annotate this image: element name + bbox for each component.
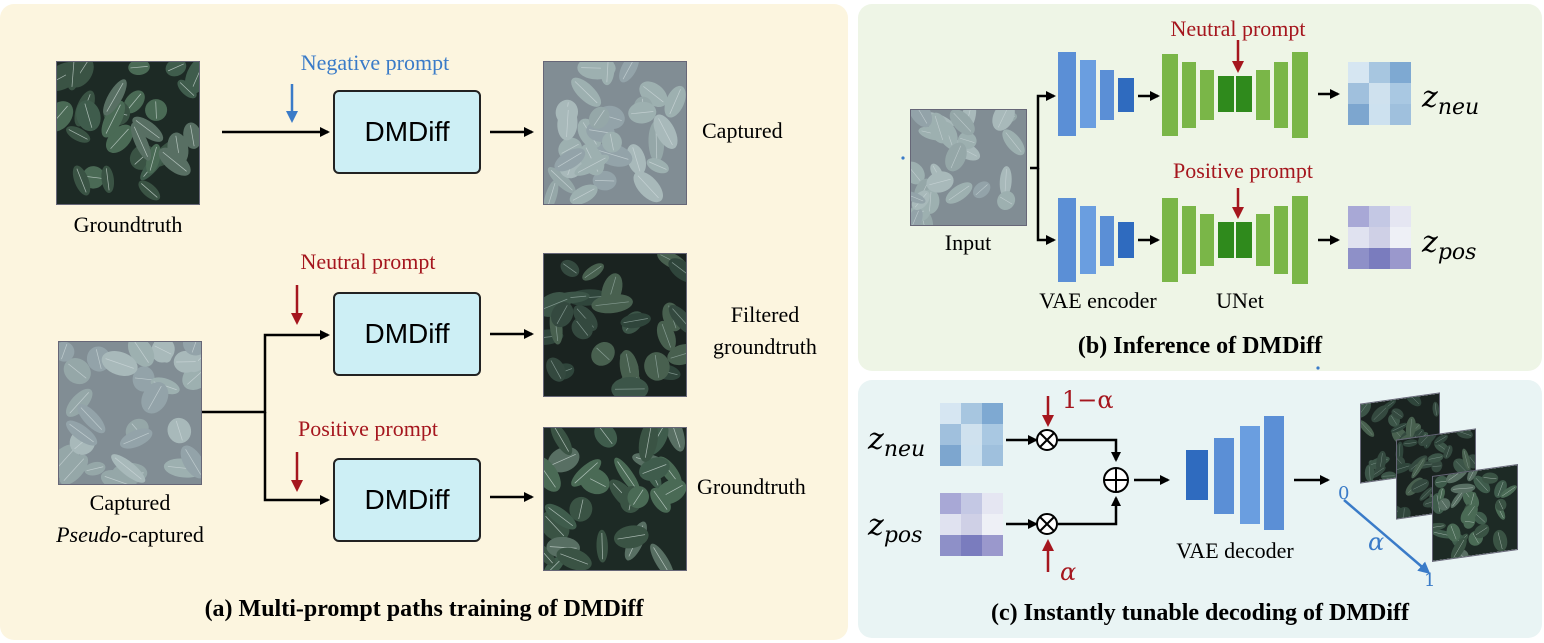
z-pos-b-base: z [1422, 225, 1438, 260]
z-pos-b-sub: pos [1437, 240, 1477, 265]
inference-input-image [910, 109, 1027, 226]
axis-start-label: 0 [1338, 483, 1350, 504]
vae-decoder-label: VAE decoder [1176, 538, 1294, 563]
z-neu-c-sub: neu [883, 437, 926, 462]
axis-end-label: 1 [1424, 570, 1436, 591]
z-neu-c-base: z [868, 422, 884, 457]
z-neu-b-sub: neu [1437, 95, 1480, 120]
captured-suffix: -captured [120, 522, 204, 547]
latent-grid-neu-b [1348, 62, 1411, 125]
inference-input-label: Input [944, 230, 992, 255]
captured-output-label: Captured [702, 118, 783, 143]
groundtruth-output-image [543, 427, 687, 571]
z-pos-label-b: zpos [1422, 225, 1476, 265]
positive-prompt-label-b: Positive prompt [1173, 158, 1313, 183]
z-pos-c-base: z [868, 508, 884, 543]
filtered-label-line1: Filtered [730, 302, 800, 327]
groundtruth-label: Groundtruth [73, 212, 183, 237]
latent-grid-neu-c [940, 403, 1003, 466]
groundtruth-output-label: Groundtruth [697, 474, 806, 499]
latent-grid-pos-c [940, 493, 1003, 556]
caption-a: (a) Multi-prompt paths training of DMDif… [204, 596, 644, 622]
alpha-label: α [1060, 558, 1077, 586]
dmdiff-box-middle: DMDiff [333, 292, 481, 376]
axis-alpha-label: α [1368, 528, 1385, 556]
z-neu-b-base: z [1422, 80, 1438, 115]
z-neu-label-b: zneu [1422, 80, 1479, 120]
unet-label: UNet [1216, 288, 1264, 313]
neutral-prompt-label-b: Neutral prompt [1170, 16, 1306, 41]
negative-prompt-label: Negative prompt [300, 50, 450, 75]
one-minus-alpha-label: 1−α [1062, 386, 1114, 414]
input-label-line2: Pseudo-captured [30, 522, 230, 548]
neutral-prompt-label-a: Neutral prompt [300, 249, 436, 274]
dmdiff-box-top: DMDiff [333, 90, 481, 174]
groundtruth-image [56, 61, 200, 205]
pseudo-italic: Pseudo [56, 522, 121, 547]
filtered-groundtruth-image [543, 253, 687, 397]
latent-grid-pos-b [1348, 206, 1411, 269]
caption-c: (c) Instantly tunable decoding of DMDiff [991, 600, 1409, 626]
input-label-line1: Captured [89, 490, 171, 515]
vae-encoder-label: VAE encoder [1039, 288, 1157, 313]
z-pos-c-sub: pos [883, 523, 923, 548]
z-pos-label-c: zpos [868, 508, 922, 548]
dmdiff-box-bottom: DMDiff [333, 458, 481, 542]
caption-b: (b) Inference of DMDiff [1077, 333, 1323, 359]
captured-output-image [543, 61, 687, 205]
positive-prompt-label-a: Positive prompt [298, 416, 438, 441]
captured-input-image [58, 341, 202, 485]
z-neu-label-c: zneu [868, 422, 925, 462]
decoded-image-3 [1432, 463, 1518, 563]
filtered-label-line2: groundtruth [713, 334, 817, 359]
